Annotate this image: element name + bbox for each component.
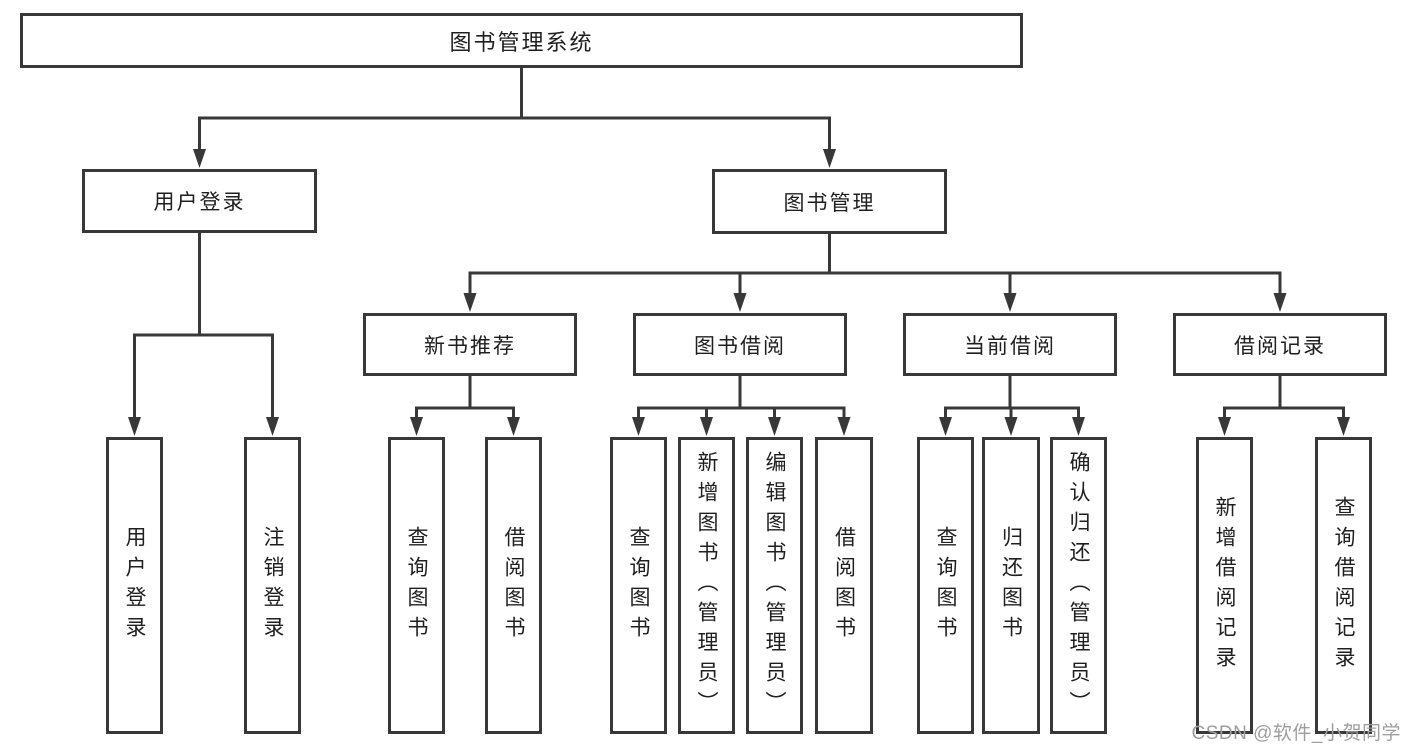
- leaf-return-book: 归还图书: [982, 437, 1040, 734]
- node-borrow-records: 借阅记录: [1173, 313, 1387, 376]
- leaf-add-book-admin-label: 新增图书（管理员）: [695, 450, 718, 721]
- leaf-user-login: 用户登录: [106, 437, 163, 734]
- leaf-add-borrow-record: 新增借阅记录: [1196, 437, 1253, 734]
- node-user-login: 用户登录: [82, 169, 317, 233]
- node-book-management-label: 图书管理: [783, 191, 876, 215]
- leaf-logout: 注销登录: [244, 437, 301, 734]
- node-borrow-records-label: 借阅记录: [1234, 334, 1326, 358]
- leaf-borrow-books-label: 借阅图书: [832, 525, 856, 646]
- leaf-return-book-label: 归还图书: [999, 525, 1023, 646]
- leaf-query-borrow-record: 查询借阅记录: [1315, 437, 1372, 734]
- leaf-confirm-return-admin-label: 确认归还（管理员）: [1067, 450, 1090, 721]
- node-new-book-recommend-label: 新书推荐: [424, 334, 516, 358]
- node-book-borrow: 图书借阅: [633, 313, 847, 376]
- leaf-query-books-current-label: 查询图书: [934, 525, 957, 646]
- leaf-borrow-books-recommend-label: 借阅图书: [502, 525, 525, 646]
- csdn-watermark: CSDN @软件_小贺同学: [1191, 723, 1401, 744]
- node-user-login-label: 用户登录: [153, 191, 246, 214]
- node-current-borrow: 当前借阅: [903, 313, 1117, 376]
- leaf-query-books-borrow-label: 查询图书: [627, 525, 650, 646]
- node-book-management: 图书管理: [712, 169, 947, 234]
- leaf-confirm-return-admin: 确认归还（管理员）: [1050, 437, 1107, 734]
- node-new-book-recommend: 新书推荐: [363, 313, 577, 376]
- node-root: 图书管理系统: [20, 13, 1023, 68]
- node-book-borrow-label: 图书借阅: [694, 334, 786, 358]
- leaf-borrow-books: 借阅图书: [815, 437, 873, 734]
- leaf-borrow-books-recommend: 借阅图书: [485, 437, 542, 734]
- leaf-user-login-label: 用户登录: [123, 525, 146, 646]
- arrowheads: [128, 149, 1350, 436]
- leaf-edit-book-admin: 编辑图书（管理员）: [746, 437, 803, 734]
- connector-lines: [133, 68, 1345, 420]
- leaf-query-books-current: 查询图书: [917, 437, 974, 734]
- leaf-edit-book-admin-label: 编辑图书（管理员）: [763, 450, 786, 721]
- leaf-add-borrow-record-label: 新增借阅记录: [1213, 495, 1236, 676]
- leaf-add-book-admin: 新增图书（管理员）: [678, 437, 735, 734]
- leaf-query-books-recommend-label: 查询图书: [405, 525, 428, 646]
- leaf-logout-label: 注销登录: [261, 525, 284, 646]
- node-current-borrow-label: 当前借阅: [964, 334, 1056, 358]
- leaf-query-books-recommend: 查询图书: [388, 437, 445, 734]
- node-root-label: 图书管理系统: [449, 29, 594, 55]
- leaf-query-borrow-record-label: 查询借阅记录: [1332, 495, 1355, 676]
- leaf-query-books-borrow: 查询图书: [610, 437, 667, 734]
